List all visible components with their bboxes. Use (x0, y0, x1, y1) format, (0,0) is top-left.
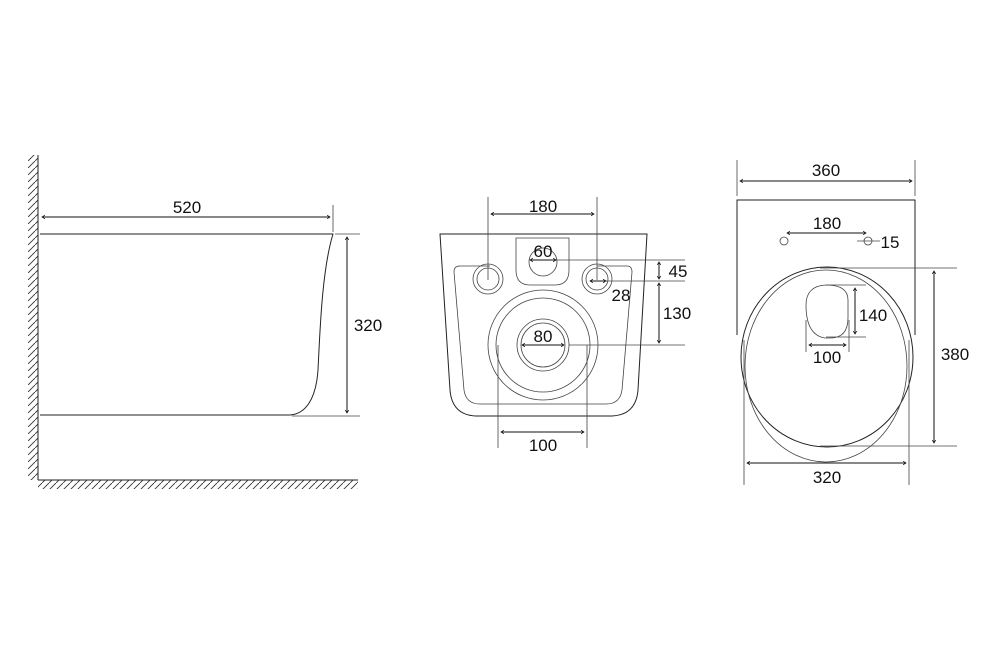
rear-outline (439, 233, 648, 417)
outlet-width-label: 100 (529, 436, 557, 455)
top-fixing-spacing-label: 180 (813, 214, 841, 233)
outlet-pipe (520, 322, 566, 368)
seat-length-label: 380 (941, 345, 969, 364)
length-label: 520 (173, 198, 201, 217)
inlet-hole (528, 247, 558, 277)
floor-hatch (38, 480, 358, 489)
height-label: 320 (354, 316, 382, 335)
inlet-diameter-label: 60 (534, 242, 553, 261)
outlet-height-label: 130 (663, 304, 691, 323)
top-view: 360 180 15 140 100 380 320 (736, 160, 969, 487)
bowl-profile (40, 233, 334, 416)
top-fixing-hole-label: 15 (881, 233, 900, 252)
outlet-diameter-label: 80 (534, 327, 553, 346)
front-view: 180 60 28 45 130 80 100 (439, 197, 691, 455)
bowl-opening (805, 284, 849, 339)
seat-outline (740, 266, 914, 448)
fixing-spacing-label: 180 (529, 197, 557, 216)
wall-hatch (28, 155, 38, 480)
seat-width-label: 320 (813, 468, 841, 487)
inner-outline (453, 265, 633, 405)
inlet-recess (515, 237, 570, 286)
width-label: 360 (812, 161, 840, 180)
fixing-hole-left (779, 236, 789, 246)
inlet-offset-label: 45 (669, 262, 688, 281)
fixing-hole-label: 28 (612, 286, 631, 305)
opening-width-label: 100 (813, 348, 841, 367)
side-view: 520 320 (28, 155, 382, 489)
opening-length-label: 140 (859, 306, 887, 325)
back-plate (736, 199, 916, 335)
